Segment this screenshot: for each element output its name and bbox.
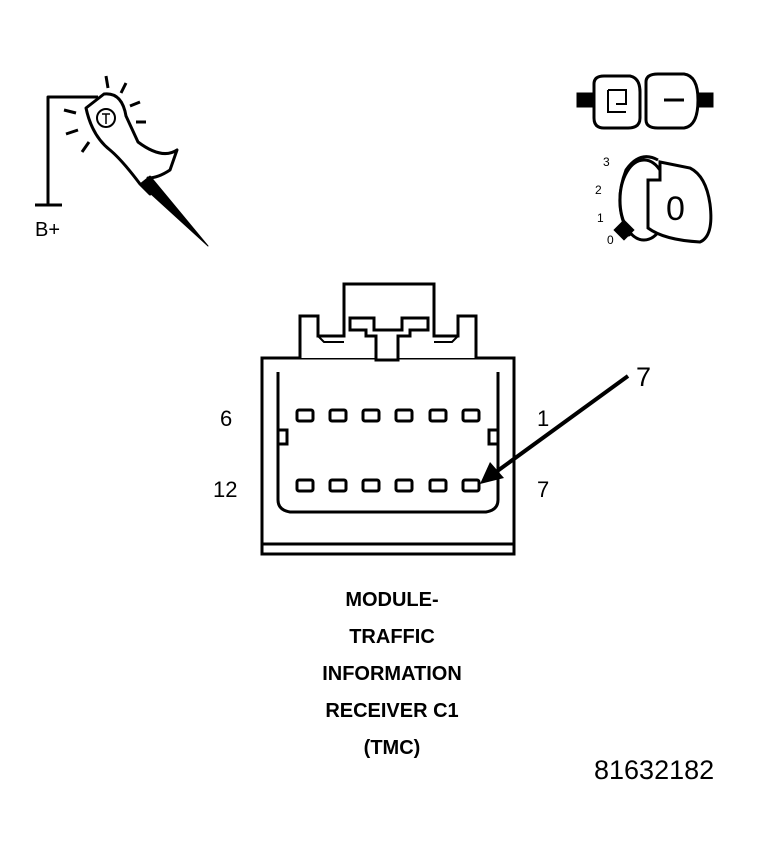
ignition-key-icon (613, 155, 713, 244)
caption-line: (TMC) (363, 737, 421, 759)
pin-cavity-12 (295, 478, 315, 493)
pin-cavity-4 (361, 408, 381, 423)
pin-cavity-5 (328, 408, 348, 423)
connector-caption: MODULE- TRAFFIC INFORMATION RECEIVER C1 … (0, 582, 767, 767)
pin-1-label: 1 (537, 406, 550, 431)
key-scale-0: 0 (607, 233, 614, 247)
test-light-probe-icon (35, 75, 209, 247)
figure-number: 81632182 (594, 755, 715, 785)
ignition-position-label: 0 (666, 190, 685, 228)
pin-cavity-7 (461, 478, 481, 493)
pin-7-label: 7 (537, 477, 550, 502)
pin-cavity-1 (461, 408, 481, 423)
pin-cavity-11 (328, 478, 348, 493)
pin-cavities (295, 408, 481, 493)
pin-cavity-3 (394, 408, 414, 423)
caption-line: INFORMATION (322, 663, 462, 685)
connector-disconnect-icon (576, 72, 714, 130)
caption-line: MODULE- (345, 589, 439, 611)
caption-line: TRAFFIC (349, 626, 435, 648)
connector-body (260, 282, 516, 556)
pin-12-label: 12 (213, 477, 238, 502)
key-scale-1: 1 (597, 211, 604, 225)
pin-cavity-10 (361, 478, 381, 493)
pin-6-label: 6 (220, 406, 233, 431)
pin-7-callout-arrow (480, 374, 630, 484)
pin-cavity-6 (295, 408, 315, 423)
callout-label: 7 (636, 362, 652, 392)
key-scale-2: 2 (595, 183, 602, 197)
battery-label: B+ (35, 219, 61, 241)
caption-line: RECEIVER C1 (325, 700, 459, 722)
pin-cavity-9 (394, 478, 414, 493)
pin-cavity-2 (428, 408, 448, 423)
key-scale-3: 3 (603, 155, 610, 169)
pin-cavity-8 (428, 478, 448, 493)
